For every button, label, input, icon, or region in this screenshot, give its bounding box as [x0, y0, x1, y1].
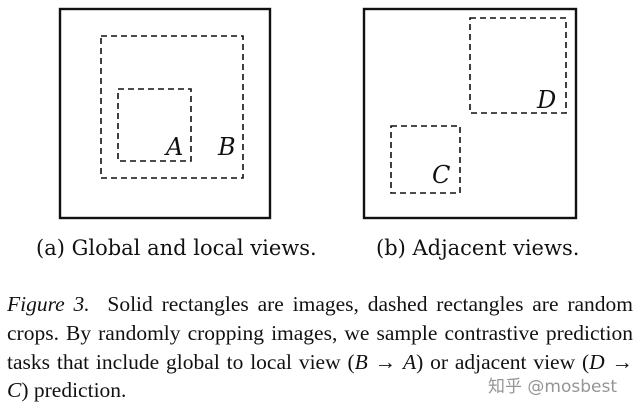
crop-c-label: C	[432, 161, 450, 189]
caption-var-a: A	[402, 349, 417, 374]
caption-var-c: C	[7, 378, 22, 403]
panel-a: A B	[58, 7, 272, 220]
crop-b-label: B	[217, 133, 236, 161]
crop-d-label: D	[536, 86, 556, 114]
panel-b: D C	[362, 7, 578, 220]
subcaption-a: (a) Global and local views.	[36, 236, 317, 260]
caption-text-1: Solid rectangles are images, dashed rect…	[7, 292, 634, 374]
figure-diagram: A B D C	[58, 7, 578, 220]
figure-caption: Figure 3. Solid rectangles are images, d…	[7, 290, 633, 405]
image-a	[58, 7, 272, 220]
crop-a-label: A	[164, 133, 183, 161]
crop-c	[390, 125, 461, 194]
caption-var-d: D	[589, 349, 605, 374]
image-b	[362, 7, 578, 220]
subcaption-b: (b) Adjacent views.	[376, 236, 580, 260]
caption-arrow-2: →	[604, 349, 634, 374]
crop-d	[469, 17, 567, 114]
figure-label: Figure 3.	[7, 292, 90, 316]
watermark: 知乎 @mosbest	[488, 377, 617, 397]
crop-b	[100, 35, 244, 179]
caption-text-3: ) prediction.	[21, 378, 127, 403]
caption-text-2: ) or adjacent view (	[416, 349, 590, 374]
crop-a	[117, 88, 192, 162]
caption-var-b: B	[354, 349, 368, 374]
caption-arrow-1: →	[367, 349, 403, 374]
